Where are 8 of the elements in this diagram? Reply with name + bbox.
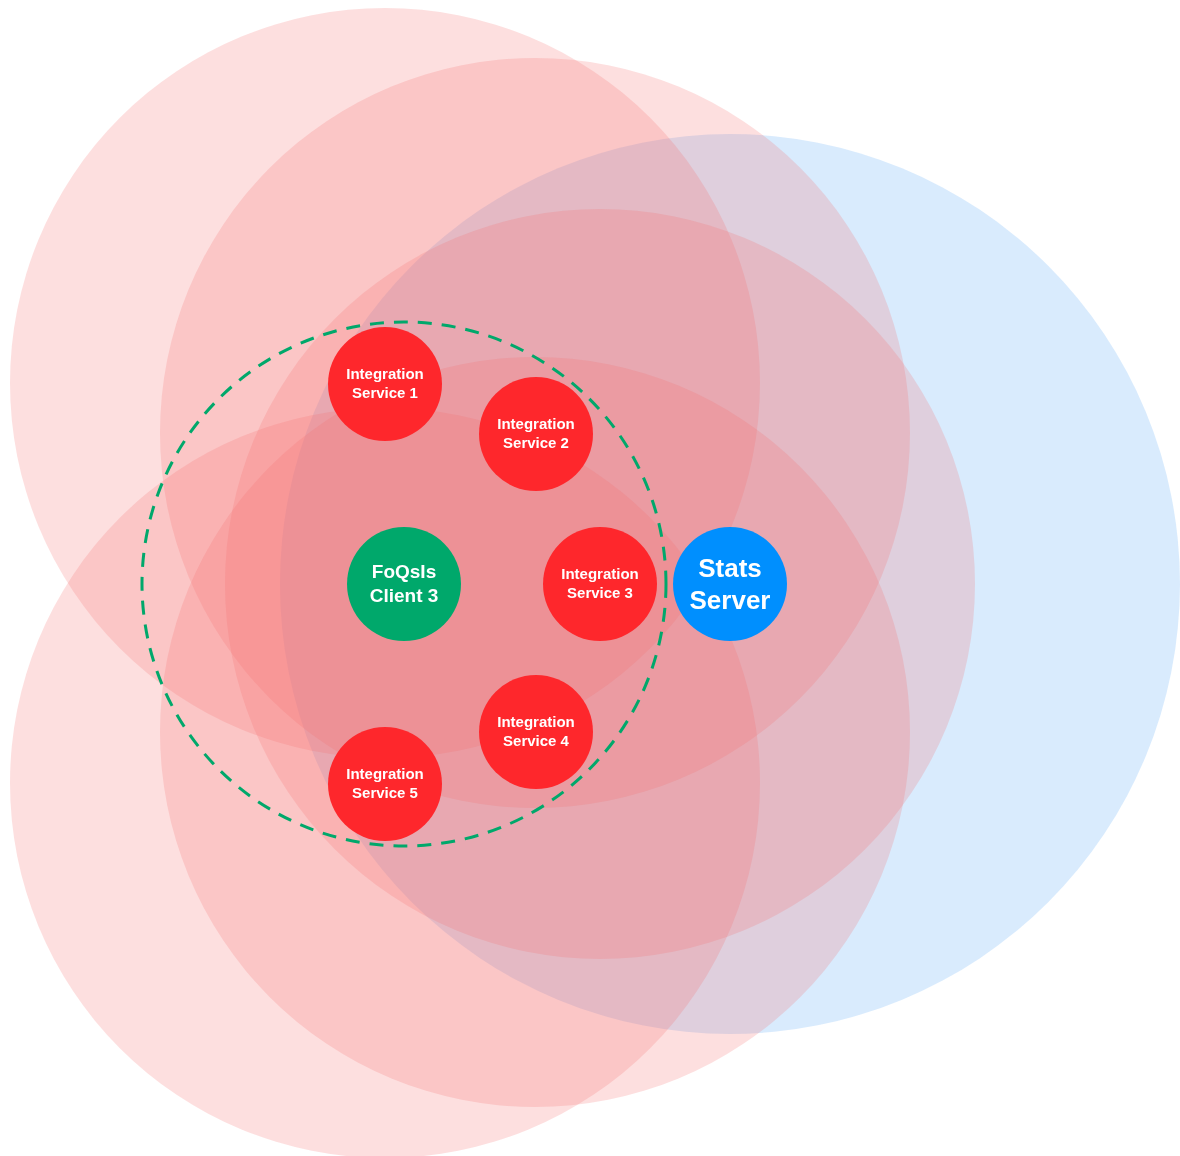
node-label: Stats Server (688, 551, 772, 617)
node-label: Integration Service 1 (345, 365, 425, 403)
dashed-boundary-circle (140, 320, 668, 848)
node-label: Integration Service 4 (496, 713, 576, 751)
node-label: Integration Service 3 (560, 565, 640, 603)
node-label: Integration Service 5 (345, 765, 425, 803)
node-label: Integration Service 2 (496, 415, 576, 453)
node-label: FoQsIs Client 3 (368, 560, 440, 608)
